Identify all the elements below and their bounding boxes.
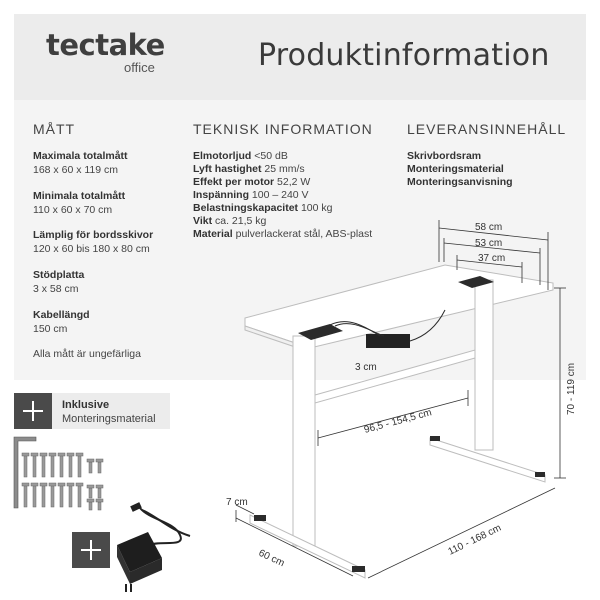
plus-icon — [72, 532, 110, 568]
tech-value: pulverlackerat stål, ABS-plast — [235, 228, 373, 240]
tech-value: 25 mm/s — [264, 163, 305, 175]
dimensions-note: Alla mått är ungefärliga — [33, 348, 141, 360]
tech-value: 100 – 240 V — [251, 189, 309, 201]
delivery-item: Skrivbordsram — [407, 150, 482, 162]
delivery-item: Monteringsanvisning — [407, 176, 513, 188]
tech-label: Elmotorljud — [193, 150, 252, 162]
dim-value: 120 x 60 bis 180 x 80 cm — [33, 243, 150, 255]
dim-label: Stödplatta — [33, 269, 85, 281]
dim-depth: 60 cm — [257, 548, 286, 569]
dim-3: 3 cm — [355, 362, 377, 373]
brand-sub: office — [124, 60, 155, 75]
dim-length: 110 - 168 cm — [446, 523, 503, 558]
dimension-lines — [235, 220, 566, 579]
brand-logo: tectake office — [46, 28, 165, 75]
tech-label: Belastningskapacitet — [193, 202, 299, 214]
dim-foot: 7 cm — [226, 497, 248, 508]
tech-label: Lyft hastighet — [193, 163, 262, 175]
technical-heading: TEKNISK INFORMATION — [193, 121, 373, 137]
page-title: Produktinformation — [258, 38, 550, 73]
tech-item: Belastningskapacitet 100 kg — [193, 202, 333, 214]
inclusive-subtitle: Monteringsmaterial — [62, 413, 156, 425]
dim-53: 53 cm — [475, 238, 502, 249]
inclusive-title: Inklusive — [62, 399, 110, 411]
dim-value: 150 cm — [33, 323, 68, 335]
dim-37: 37 cm — [478, 253, 505, 264]
dim-label: Kabellängd — [33, 309, 90, 321]
motor-pads — [254, 276, 545, 572]
dim-label: Minimala totalmått — [33, 190, 126, 202]
dim-58: 58 cm — [475, 222, 502, 233]
tech-value: 52,2 W — [277, 176, 311, 188]
tech-label: Material — [193, 228, 233, 240]
tech-item: Inspänning 100 – 240 V — [193, 189, 309, 201]
cables — [329, 309, 446, 342]
dim-value: 110 x 60 x 70 cm — [33, 204, 113, 216]
tech-value: 100 kg — [300, 202, 333, 214]
dim-label: Maximala totalmått — [33, 150, 128, 162]
dim-height: 70 - 119 cm — [566, 363, 577, 415]
tech-item: Material pulverlackerat stål, ABS-plast — [193, 228, 372, 240]
dimensions-heading: MÅTT — [33, 121, 76, 137]
screws-icon — [21, 452, 104, 511]
dim-value: 3 x 58 cm — [33, 283, 79, 295]
tech-item: Vikt ca. 21,5 kg — [193, 215, 266, 227]
tech-value: <50 dB — [254, 150, 288, 162]
brand-name: tectake — [46, 28, 165, 62]
dim-inner: 96,5 - 154,5 cm — [363, 407, 433, 436]
tech-label: Vikt — [193, 215, 213, 227]
tech-item: Elmotorljud <50 dB — [193, 150, 288, 162]
dim-label: Lämplig för bordsskivor — [33, 229, 154, 241]
plus-icon — [14, 393, 52, 429]
header-bar — [14, 14, 586, 100]
tech-item: Lyft hastighet 25 mm/s — [193, 163, 305, 175]
tech-item: Effekt per motor 52,2 W — [193, 176, 310, 188]
allen-key-icon — [13, 436, 37, 509]
tech-label: Effekt per motor — [193, 176, 275, 188]
dim-value: 168 x 60 x 119 cm — [33, 164, 119, 176]
tech-value: ca. 21,5 kg — [215, 215, 267, 227]
tech-label: Inspänning — [193, 189, 249, 201]
delivery-heading: LEVERANSINNEHÅLL — [407, 121, 567, 137]
power-adapter-icon — [117, 502, 191, 592]
delivery-item: Monteringsmaterial — [407, 163, 504, 175]
